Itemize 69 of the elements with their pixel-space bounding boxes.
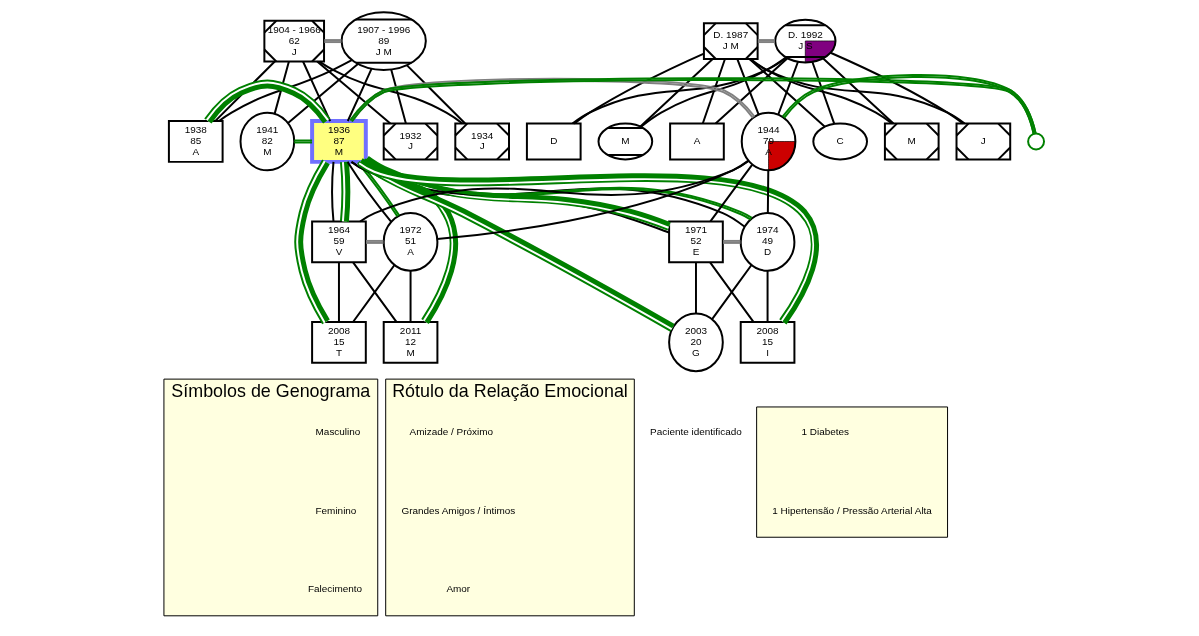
connector (714, 57, 788, 125)
connector (322, 39, 342, 44)
node-box: 2011 12 M (382, 320, 438, 364)
legend-label: Falecimento (307, 583, 362, 595)
connector (356, 160, 400, 218)
connector (721, 239, 741, 244)
node-box: 1938 85 A (167, 120, 224, 163)
connector (735, 58, 760, 116)
node-ellipse: M (597, 122, 653, 161)
legend-label: 1 Diabetes (800, 426, 849, 438)
connector (346, 67, 373, 122)
node-box: 2008 15 I (739, 320, 795, 364)
connector (405, 64, 466, 125)
connector (776, 61, 799, 116)
legend-label: Masculino (315, 426, 360, 438)
connector (639, 56, 787, 128)
legend-label: Paciente identificado (649, 426, 742, 438)
legend-label: Amor (445, 583, 470, 595)
connector (694, 261, 697, 315)
node-ellipse: C (811, 122, 868, 161)
connector (346, 160, 392, 223)
connector (359, 158, 675, 332)
connector (330, 160, 334, 223)
connector (748, 58, 826, 128)
node-circle: 1974 49 D (739, 212, 795, 272)
connector (337, 261, 340, 323)
connector (749, 58, 893, 125)
connector (701, 58, 726, 125)
legend-label: Feminino (315, 504, 356, 516)
node-circle: 1941 82 M (239, 111, 295, 172)
connector (572, 52, 705, 125)
connector (756, 39, 776, 44)
node-ellipse: 1907 - 1996 89 J M (340, 11, 427, 71)
legend-label: Grandes Amigos / Íntimos (400, 504, 515, 516)
node-box: D (525, 122, 582, 161)
connector (315, 60, 391, 125)
connector (409, 269, 412, 323)
connector (339, 161, 350, 222)
connector (293, 159, 330, 325)
node-box: 2008 15 T (310, 320, 367, 364)
connector (766, 269, 769, 323)
connector (435, 159, 749, 241)
connector (389, 68, 407, 125)
connector (357, 158, 819, 325)
connector (821, 57, 894, 125)
connector (286, 62, 359, 124)
connector (766, 169, 769, 214)
node-circle: 1972 51 A (382, 212, 438, 272)
legend-label: Amizade / Próximo (409, 426, 493, 438)
node-box: 1971 52 E (667, 220, 724, 264)
node-circle: 2003 20 G (667, 312, 724, 373)
node-box: 1936 87 M (309, 119, 368, 164)
node-box (755, 406, 948, 538)
node-box: A (668, 122, 725, 161)
node-box: 1964 59 V (310, 220, 367, 264)
connector (273, 60, 290, 115)
connector (638, 58, 713, 128)
connector (810, 61, 835, 125)
connector (301, 60, 331, 123)
connector (203, 79, 330, 124)
connector (708, 163, 753, 223)
connector (747, 58, 966, 125)
legend-label: 1 Hipertensão / Pressão Arterial Alta (771, 504, 932, 516)
node-circle (1026, 132, 1045, 151)
connector (317, 60, 463, 125)
connector (364, 239, 384, 244)
connector (829, 51, 964, 125)
connector (217, 59, 353, 122)
connector (570, 56, 788, 125)
